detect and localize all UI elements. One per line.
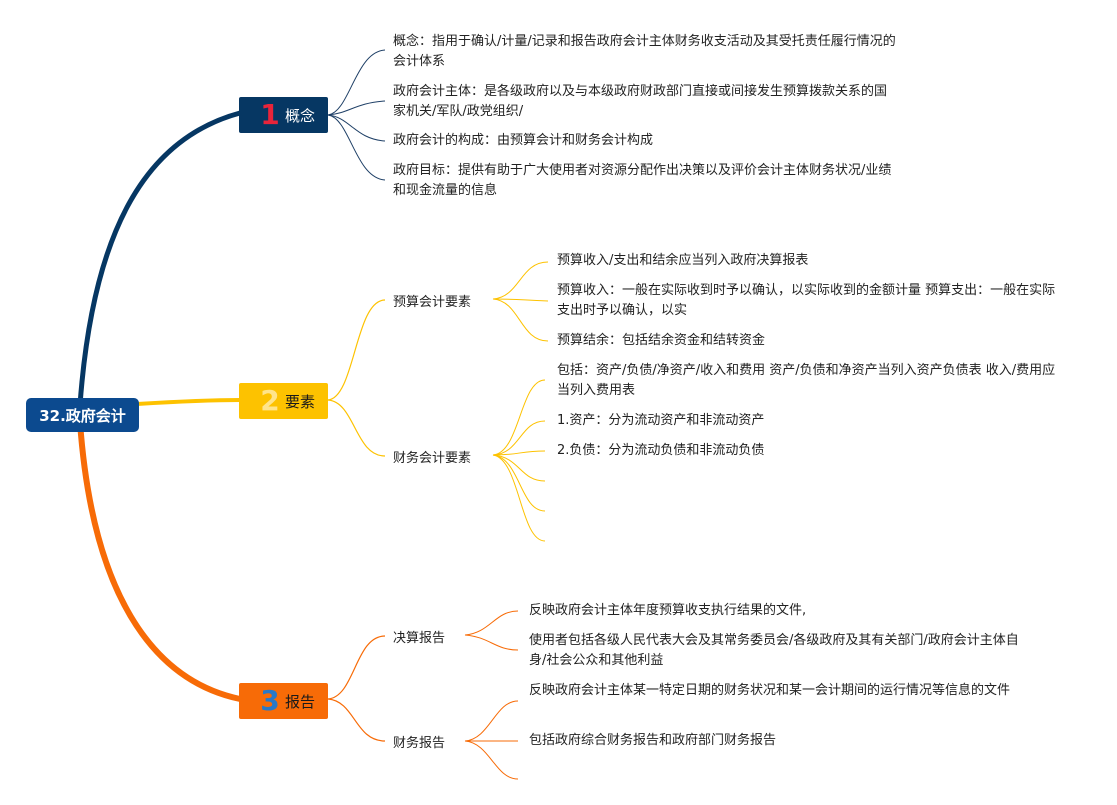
branch-number: 1 [260, 98, 280, 131]
leaf-composition[interactable]: 政府会计的构成：由预算会计和财务会计构成 [393, 133, 654, 148]
branch-report[interactable]: 3 报告 [239, 683, 328, 719]
leaf-financial-report-1[interactable]: 反映政府会计主体某一特定日期的财务状况和某一会计期间的运行情况等信息的文件 [529, 683, 1011, 698]
leaf-financial-report-2[interactable]: 包括政府综合财务报告和政府部门财务报告 [529, 733, 777, 748]
report-sub-lines [327, 635, 386, 742]
branch-label: 报告 [285, 692, 316, 711]
branch-concept[interactable]: 1 概念 [239, 97, 328, 133]
sub-financial-report[interactable]: 财务报告 [393, 736, 446, 751]
leaf-objective[interactable]: 政府目标：提供有助于广大使用者对资源分配作出决策以及评价会计主体财务状况/业绩和… [393, 163, 892, 198]
leaf-accounting-entity[interactable]: 政府会计主体：是各级政府以及与本级政府财政部门直接或间接发生预算拨款关系的国家机… [393, 84, 888, 119]
branch-number: 3 [260, 684, 280, 717]
branch-elements[interactable]: 2 要素 [239, 383, 328, 419]
leaf-budget-2[interactable]: 预算收入：一般在实际收到时予以确认，以实际收到的金额计量 预算支出：一般在实际支… [557, 283, 1056, 318]
final-report-leaf-lines [464, 610, 519, 651]
elements-sub-lines [327, 299, 386, 457]
sub-budget-elements[interactable]: 预算会计要素 [393, 295, 472, 310]
budget-elements-leaf-lines [492, 261, 549, 342]
leaf-final-report-1[interactable]: 反映政府会计主体年度预算收支执行结果的文件, [529, 603, 807, 618]
root-node[interactable]: 32.政府会计 [26, 398, 139, 432]
financial-report-leaf-lines [464, 700, 519, 780]
branch-label: 要素 [285, 392, 316, 411]
root-to-concept-line [77, 110, 241, 406]
leaf-budget-1[interactable]: 预算收入/支出和结余应当列入政府决算报表 [557, 253, 809, 268]
leaf-financial-1[interactable]: 包括：资产/负债/净资产/收入和费用 资产/负债和净资产当列入资产负债表 收入/… [557, 363, 1056, 398]
sub-final-report[interactable]: 决算报告 [393, 631, 446, 646]
branch-number: 2 [260, 384, 280, 417]
root-to-report-line [77, 421, 241, 702]
financial-elements-leaf-lines [492, 379, 546, 542]
sub-financial-elements[interactable]: 财务会计要素 [393, 451, 472, 466]
leaf-financial-3[interactable]: 2.负债：分为流动负债和非流动负债 [557, 443, 765, 458]
root-label: 32.政府会计 [39, 406, 126, 425]
branch-label: 概念 [285, 106, 316, 125]
leaf-concept-definition[interactable]: 概念：指用于确认/计量/记录和报告政府会计主体财务收支活动及其受托责任履行情况的… [393, 34, 896, 69]
concept-leaf-lines [327, 49, 386, 181]
root-to-elements-line [136, 398, 241, 406]
leaf-final-report-2[interactable]: 使用者包括各级人民代表大会及其常务委员会/各级政府及其有关部门/政府会计主体自身… [529, 633, 1019, 668]
leaf-financial-2[interactable]: 1.资产：分为流动资产和非流动资产 [557, 413, 765, 428]
leaf-budget-3[interactable]: 预算结余：包括结余资金和结转资金 [557, 333, 766, 348]
